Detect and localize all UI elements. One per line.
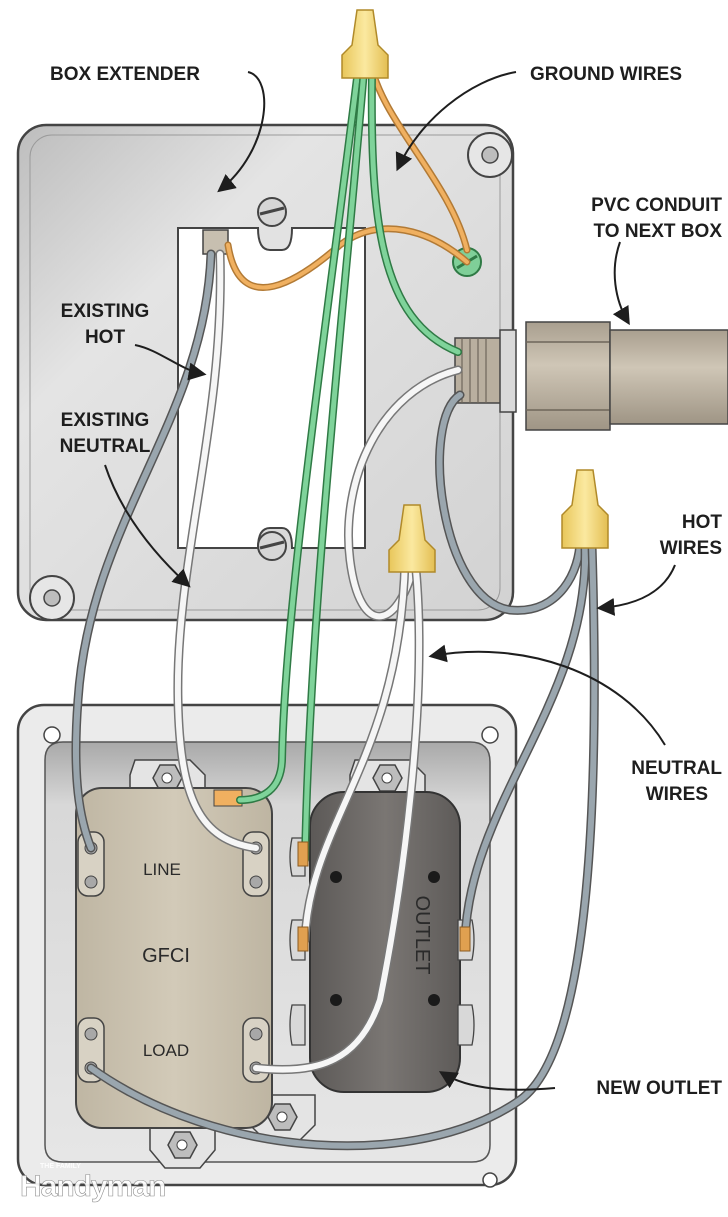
label-pvc-conduit-2: TO NEXT BOX — [594, 221, 723, 242]
mounting-ear-bottom-left — [29, 575, 75, 621]
label-new-outlet: NEW OUTLET — [596, 1078, 722, 1099]
label-hot-wires-2: WIRES — [660, 538, 722, 559]
arrow-box-extender — [217, 71, 266, 193]
terminal-sleeve — [459, 926, 471, 952]
label-existing-neutral-2: NEUTRAL — [60, 436, 151, 457]
gfci-line-label: LINE — [143, 860, 181, 879]
arrow-hot-wires — [596, 564, 676, 616]
new-outlet: OUTLET — [289, 791, 475, 1093]
arrow-existing-neutral — [104, 464, 191, 588]
wire-nut-neutral — [388, 504, 436, 573]
arrow-existing-hot — [134, 344, 207, 381]
arrow-pvc-conduit — [612, 241, 630, 326]
mounting-tab — [349, 759, 426, 801]
mounting-ear-top-right — [467, 132, 513, 178]
arrow-new-outlet — [438, 1071, 556, 1091]
brand-tagline: THE FAMILY — [40, 1163, 81, 1170]
box-hole-top-right — [481, 726, 499, 744]
label-box-extender: BOX EXTENDER — [50, 64, 200, 85]
pvc-conduit — [454, 321, 728, 431]
gfci-terminal — [242, 831, 270, 897]
box-opening — [177, 227, 366, 549]
box-hole-top-left — [43, 726, 61, 744]
gfci-name-label: GFCI — [142, 945, 190, 967]
wire-nut-ground — [341, 9, 389, 79]
wire-nut-hot — [561, 469, 609, 549]
terminal-sleeve — [297, 926, 309, 952]
terminal-sleeve — [297, 841, 309, 867]
gfci-receptacle: LINE GFCI LOAD — [75, 787, 273, 1129]
label-ground-wires: GROUND WIRES — [530, 64, 682, 85]
label-hot-wires-1: HOT — [682, 512, 723, 533]
label-pvc-conduit-1: PVC CONDUIT — [591, 195, 722, 216]
label-neutral-wires-2: WIRES — [646, 784, 708, 805]
mounting-screw-top — [257, 197, 287, 227]
label-existing-hot-1: EXISTING — [61, 301, 150, 322]
box-extender — [16, 123, 515, 622]
mounting-screw-bottom — [257, 531, 287, 561]
label-neutral-wires-1: NEUTRAL — [631, 758, 722, 779]
arrow-neutral-wires — [428, 644, 666, 746]
box-hole-bottom-right — [482, 1172, 498, 1188]
outlet-terminal — [289, 1004, 306, 1046]
mounting-tab — [149, 1124, 216, 1169]
outlet-terminal — [457, 1004, 475, 1046]
label-existing-neutral-1: EXISTING — [61, 410, 150, 431]
label-existing-hot-2: HOT — [85, 327, 126, 348]
gfci-load-label: LOAD — [143, 1041, 189, 1060]
brand-name: Handyman — [20, 1170, 165, 1203]
brand-logo: THE FAMILY Handyman — [20, 1163, 167, 1203]
outlet-name-label: OUTLET — [411, 896, 433, 975]
arrow-ground-wires — [395, 71, 517, 172]
cable-clamp — [202, 229, 229, 255]
